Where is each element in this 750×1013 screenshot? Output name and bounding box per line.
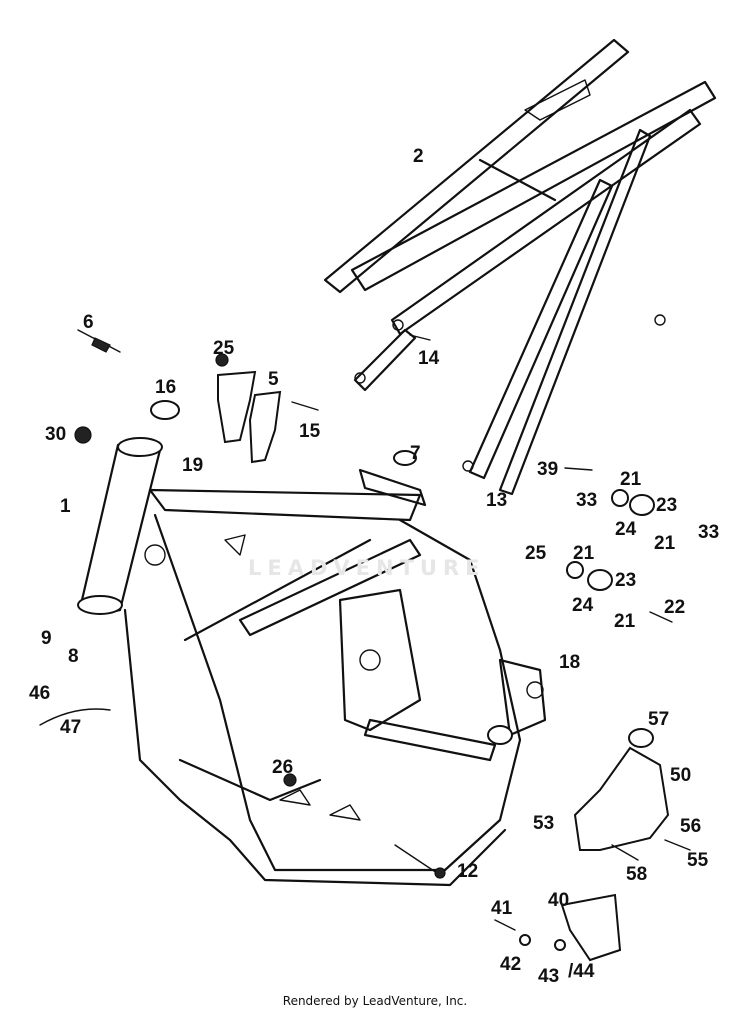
callout-33: 33 [576, 490, 598, 511]
callout-22: 22 [664, 597, 686, 618]
callout-21: 21 [573, 543, 595, 564]
callout-6: 6 [83, 312, 94, 333]
callout-53: 53 [533, 813, 555, 834]
callout-55: 55 [687, 850, 709, 871]
callout-19: 19 [182, 455, 204, 476]
callout-33: 33 [698, 522, 720, 543]
callout-24: 24 [615, 519, 637, 540]
main-frame [77, 437, 547, 887]
credit-text: Rendered by LeadVenture, Inc. [282, 994, 468, 1008]
callout-25: 25 [213, 338, 235, 359]
callout-7: 7 [410, 443, 421, 464]
callout-24: 24 [572, 595, 594, 616]
callout-42: 42 [500, 954, 522, 975]
callout-56: 56 [680, 816, 702, 837]
watermark: LEADVENTURE [248, 556, 486, 580]
callout-23: 23 [615, 570, 637, 591]
callout-13: 13 [486, 490, 508, 511]
callout-30: 30 [45, 424, 67, 445]
callout-18: 18 [559, 652, 581, 673]
callout-23: 23 [656, 495, 678, 516]
callout-14: 14 [418, 348, 440, 369]
callout-8: 8 [68, 646, 79, 667]
callout-50: 50 [670, 765, 692, 786]
callout-39: 39 [537, 459, 559, 480]
callout-58: 58 [626, 864, 648, 885]
callout-25: 25 [525, 543, 547, 564]
callout-26: 26 [272, 757, 294, 778]
callout-9: 9 [41, 628, 52, 649]
callout-16: 16 [155, 377, 177, 398]
callout-41: 41 [491, 898, 513, 919]
callout-21: 21 [654, 533, 676, 554]
callout-46: 46 [29, 683, 51, 704]
callout-12: 12 [457, 861, 479, 882]
callout-21: 21 [620, 469, 642, 490]
callout-15: 15 [299, 421, 321, 442]
callout-57: 57 [648, 709, 670, 730]
hardware [39, 329, 691, 962]
callout-43: 43 [538, 966, 560, 987]
subframe [323, 38, 717, 496]
callout-44: /44 [568, 961, 595, 982]
callout-21: 21 [614, 611, 636, 632]
callout-5: 5 [268, 369, 279, 390]
callout-2: 2 [413, 146, 424, 167]
callout-1: 1 [60, 496, 71, 517]
callout-40: 40 [548, 890, 570, 911]
callout-47: 47 [60, 717, 82, 738]
